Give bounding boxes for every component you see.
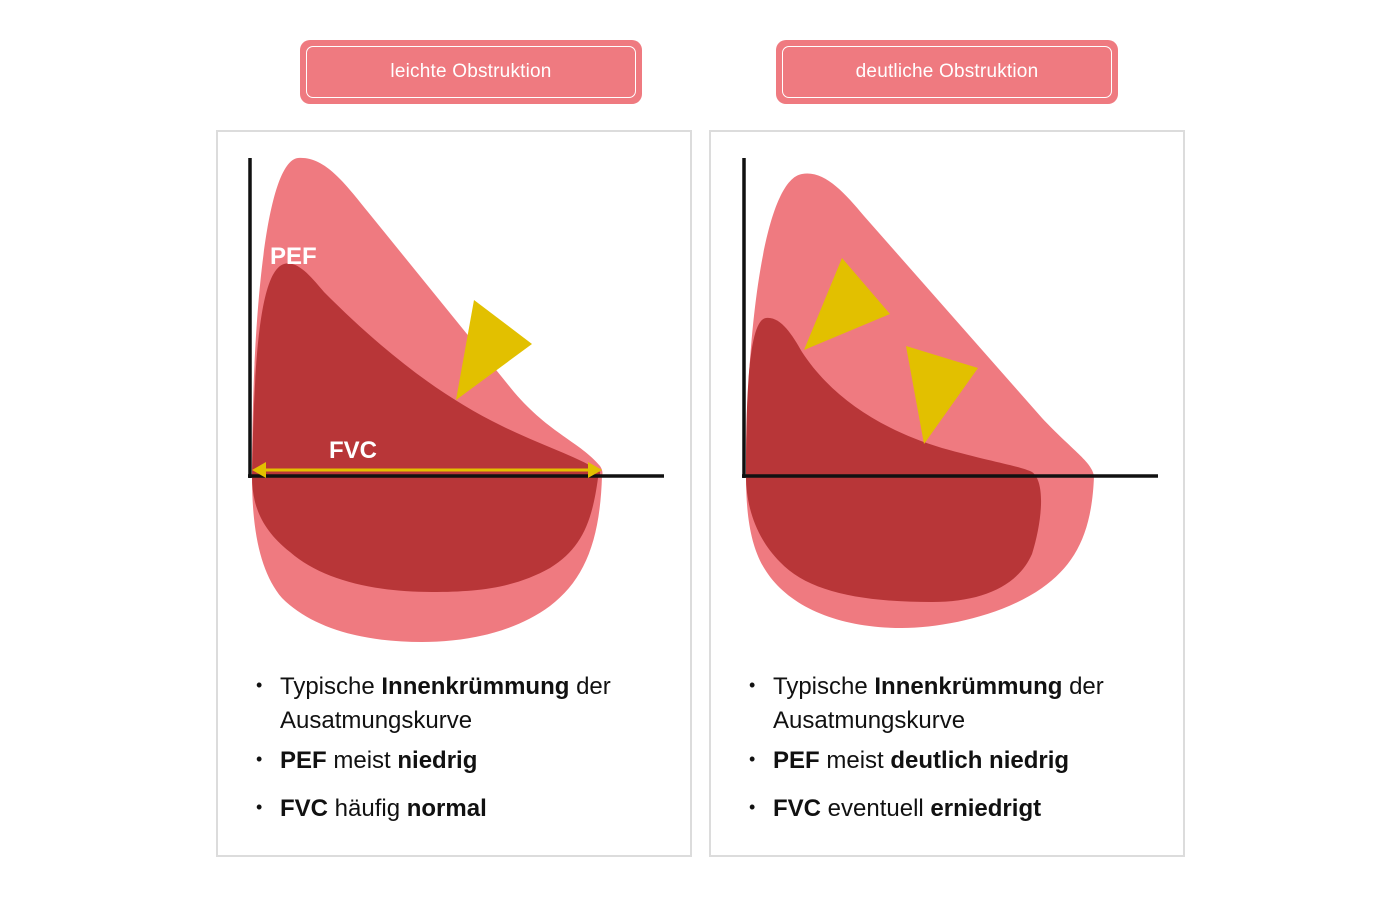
bullet-item: FVC eventuell erniedrigt [749, 790, 1169, 826]
yellow-triangle-marker [804, 258, 890, 350]
flow-volume-diagram-left: PEF FVC [248, 157, 664, 643]
panel-deutliche-obstruktion: Typische Innenkrümmung der Ausatmungskur… [709, 130, 1185, 857]
bullet-item: PEF meist niedrig [256, 742, 676, 778]
label-leichte-obstruktion-text: leichte Obstruktion [306, 46, 636, 98]
bullet-list-right: Typische Innenkrümmung der Ausatmungskur… [749, 668, 1169, 840]
bullet-item: PEF meist deutlich niedrig [749, 742, 1169, 778]
panel-leichte-obstruktion: PEF FVC Typische Innenkrümmung der Ausat… [216, 130, 692, 857]
label-deutliche-obstruktion-text: deutliche Obstruktion [782, 46, 1112, 98]
fvc-double-arrow [252, 462, 602, 478]
obstructed-loop-shape [252, 263, 600, 592]
bullet-item: Typische Innenkrümmung der Ausatmungskur… [749, 668, 1169, 738]
pef-label: PEF [270, 243, 317, 270]
bullet-list-left: Typische Innenkrümmung der Ausatmungskur… [256, 668, 676, 840]
obstructed-loop-shape [746, 317, 1042, 602]
label-deutliche-obstruktion: deutliche Obstruktion [776, 40, 1118, 104]
yellow-triangle-marker [456, 300, 532, 400]
flow-volume-diagram-right [742, 158, 1158, 628]
fvc-label: FVC [329, 437, 377, 464]
label-leichte-obstruktion: leichte Obstruktion [300, 40, 642, 104]
bullet-item: FVC häufig normal [256, 790, 676, 826]
yellow-triangle-marker [906, 346, 978, 444]
bullet-item: Typische Innenkrümmung der Ausatmungskur… [256, 668, 676, 738]
